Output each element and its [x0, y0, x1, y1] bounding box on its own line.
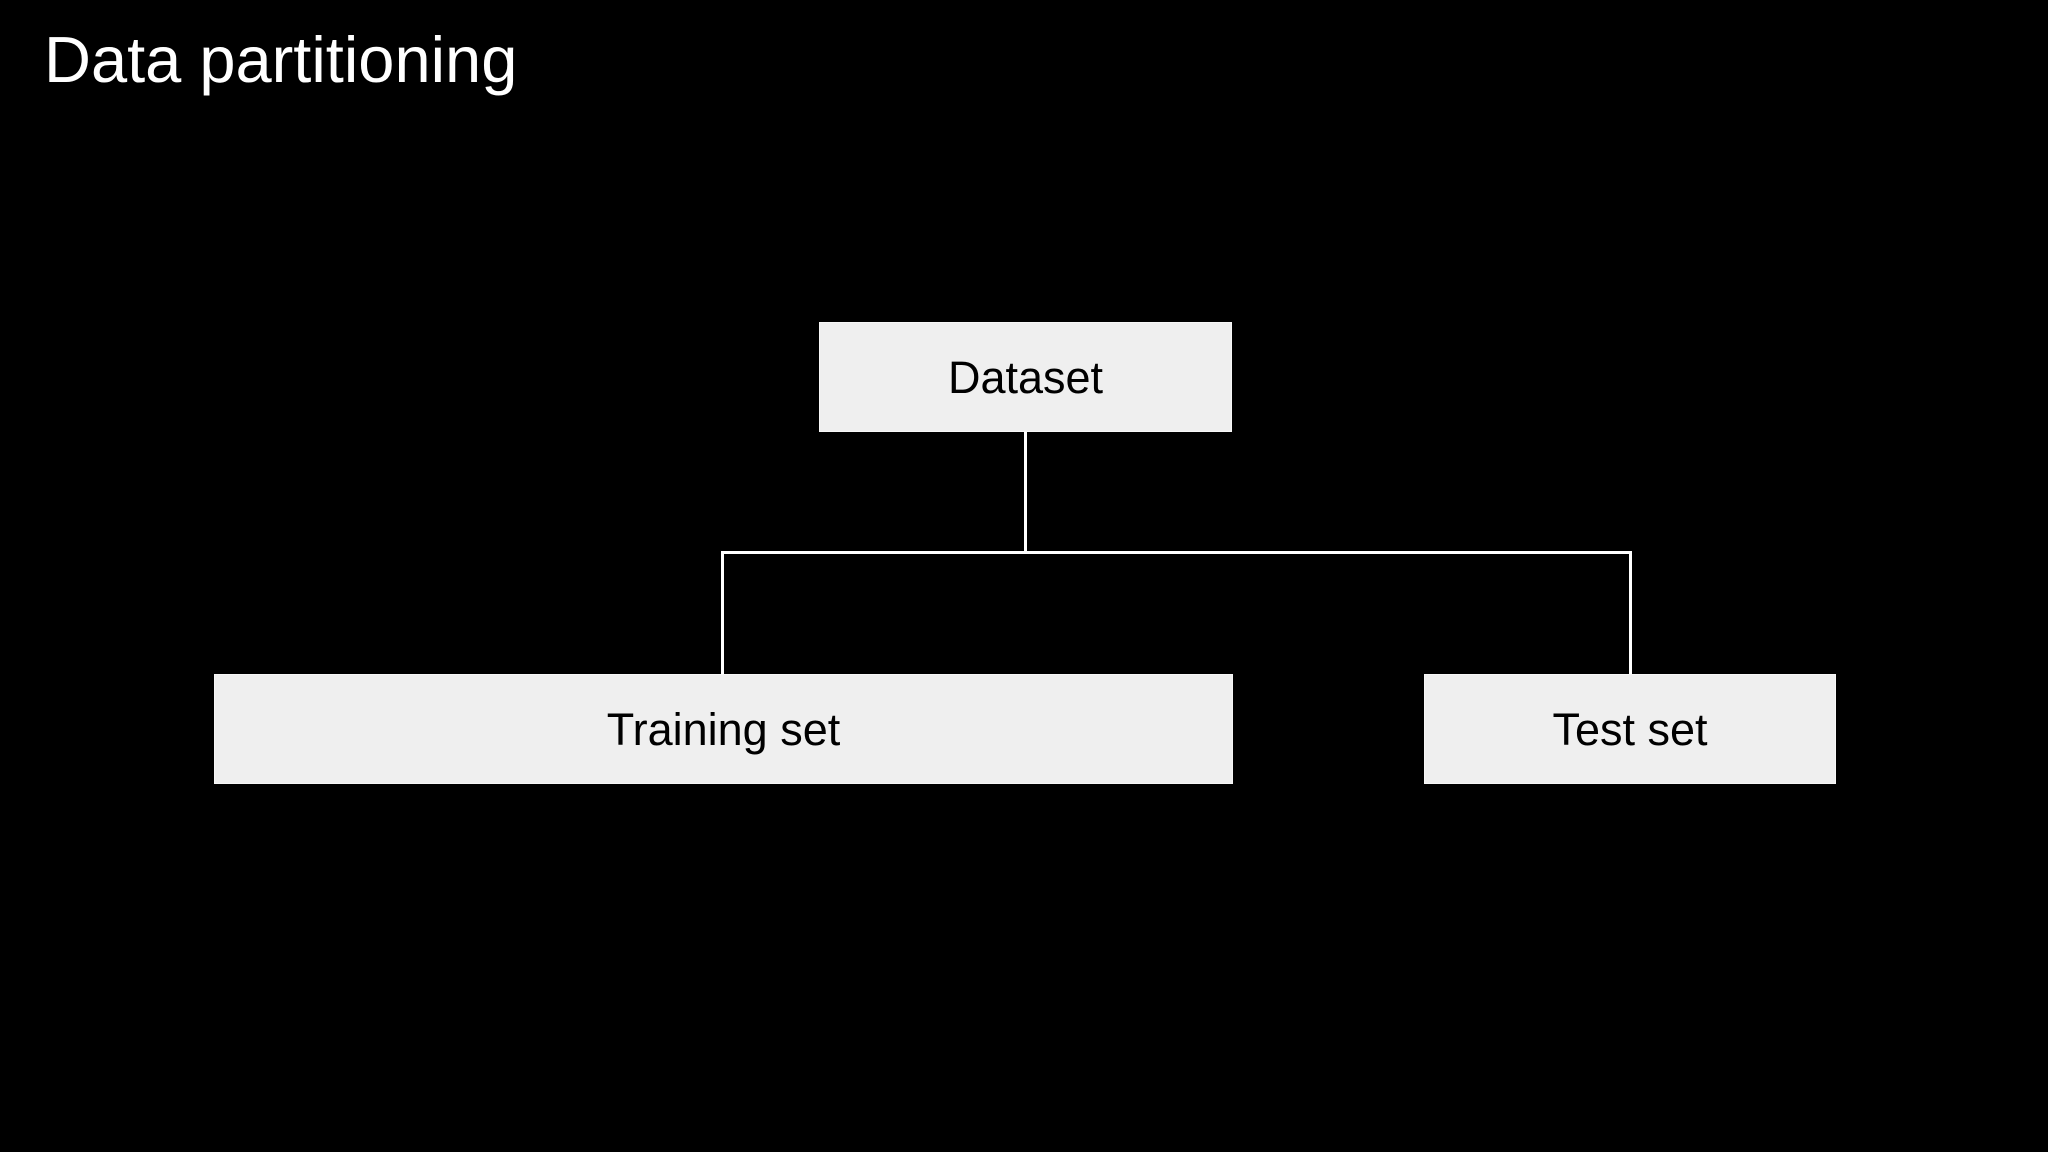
connector-drop-test: [1629, 551, 1632, 674]
node-dataset: Dataset: [819, 322, 1232, 432]
connector-drop-training: [721, 551, 724, 674]
node-test-set-label: Test set: [1552, 703, 1708, 755]
connector-dataset-stem: [1024, 432, 1027, 553]
node-dataset-label: Dataset: [947, 351, 1104, 403]
node-training-set: Training set: [214, 674, 1233, 784]
node-training-set-label: Training set: [606, 703, 841, 755]
slide-title: Data partitioning: [44, 23, 518, 96]
node-test-set: Test set: [1424, 674, 1836, 784]
connector-horizontal-rail: [721, 551, 1632, 554]
